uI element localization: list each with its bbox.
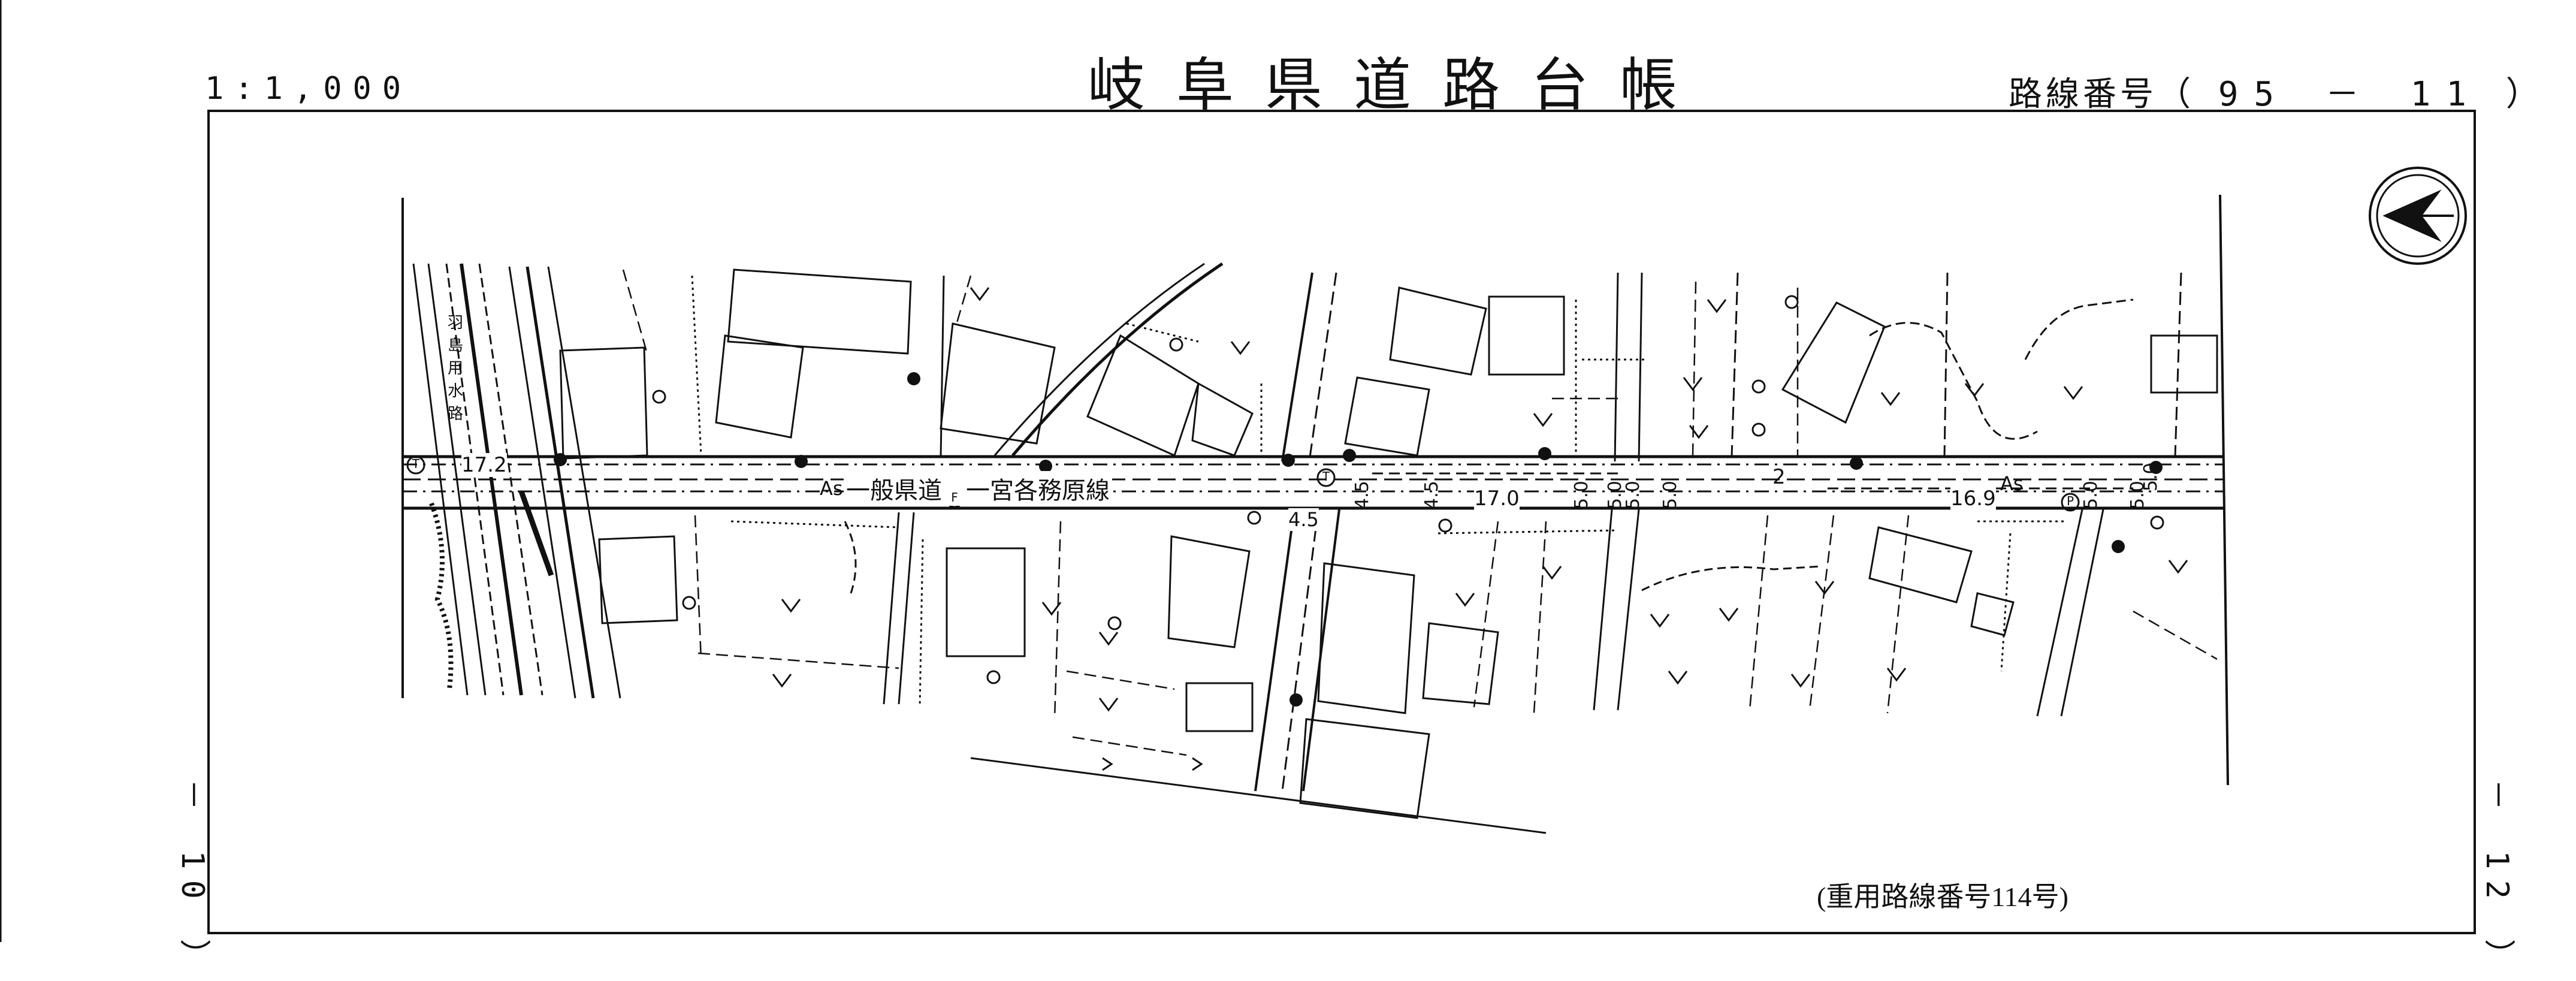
dimension-width-west: 17.2 bbox=[461, 453, 507, 477]
route-suffix: ） bbox=[2505, 75, 2543, 114]
overlap-route-note: (重用路線番号114号) bbox=[1817, 882, 2068, 912]
dimension-width-east: 16.9 bbox=[1950, 487, 1996, 511]
dimension-cross: 4.5 bbox=[1421, 481, 1442, 509]
symbol-telephone-cross: T bbox=[1322, 469, 1330, 484]
route-prefix: 路線番号（ bbox=[2009, 75, 2194, 114]
north-arrow-icon bbox=[2369, 167, 2467, 265]
symbol-telephone: T bbox=[412, 457, 420, 471]
road-surface-right: As bbox=[2000, 472, 2024, 495]
road-ledger-map bbox=[0, 0, 2476, 942]
canal-char: 羽 bbox=[447, 314, 463, 332]
symbol-fire-hydrant: F bbox=[951, 490, 958, 505]
minor-features bbox=[652, 295, 2164, 684]
dimension-cross: 4.5 bbox=[1352, 481, 1373, 509]
canal-char: 島 bbox=[447, 337, 463, 355]
cross-street bbox=[970, 262, 1547, 834]
road-surface-left: As bbox=[820, 477, 843, 500]
utility-poles bbox=[554, 372, 2163, 707]
dimension-width-mid: 17.0 bbox=[1474, 487, 1520, 511]
area-edge-east bbox=[2219, 194, 2229, 786]
map-scale: 1:1,000 bbox=[205, 71, 412, 107]
buildings-north bbox=[559, 268, 2218, 460]
dimension-cross: 5.0 bbox=[1571, 481, 1592, 509]
dimension-cross: 5.0 bbox=[1660, 481, 1681, 509]
route-number: 路線番号（ 95 － 11 ） bbox=[2009, 67, 2543, 116]
vegetation-marks bbox=[772, 287, 2188, 771]
parcel-lines bbox=[622, 269, 2218, 756]
dotted-boundaries bbox=[691, 275, 2067, 708]
buildings-south bbox=[598, 521, 2015, 819]
dimension-cross: 5.0 bbox=[2080, 481, 2101, 509]
page-title: 岐阜県道路台帳 bbox=[1088, 52, 1708, 119]
dimension-cross: 5.0 bbox=[1623, 481, 1644, 509]
road-name: 一般県道 一宮各務原線 bbox=[844, 471, 1112, 506]
canal-char: 水 bbox=[447, 382, 463, 400]
route-number-value: 95 － 11 bbox=[2218, 75, 2483, 114]
canal-char: 用 bbox=[447, 360, 463, 378]
side-streets bbox=[883, 272, 2182, 717]
dimension-km: 2 bbox=[1772, 465, 1786, 489]
sheet-neighbor-left: － 10 ） bbox=[174, 779, 210, 981]
canal-label: 羽 島 用 水 路 bbox=[446, 312, 464, 425]
canal-band bbox=[412, 263, 621, 699]
dimension-cross: 4.5 bbox=[1288, 508, 1319, 531]
dimension-cross: 5.0 bbox=[2140, 463, 2161, 491]
symbol-post: P bbox=[2066, 494, 2074, 508]
canal-char: 路 bbox=[447, 405, 463, 423]
map-frame bbox=[207, 110, 2476, 934]
sheet-neighbor-right: － 12 ） bbox=[2479, 779, 2515, 981]
